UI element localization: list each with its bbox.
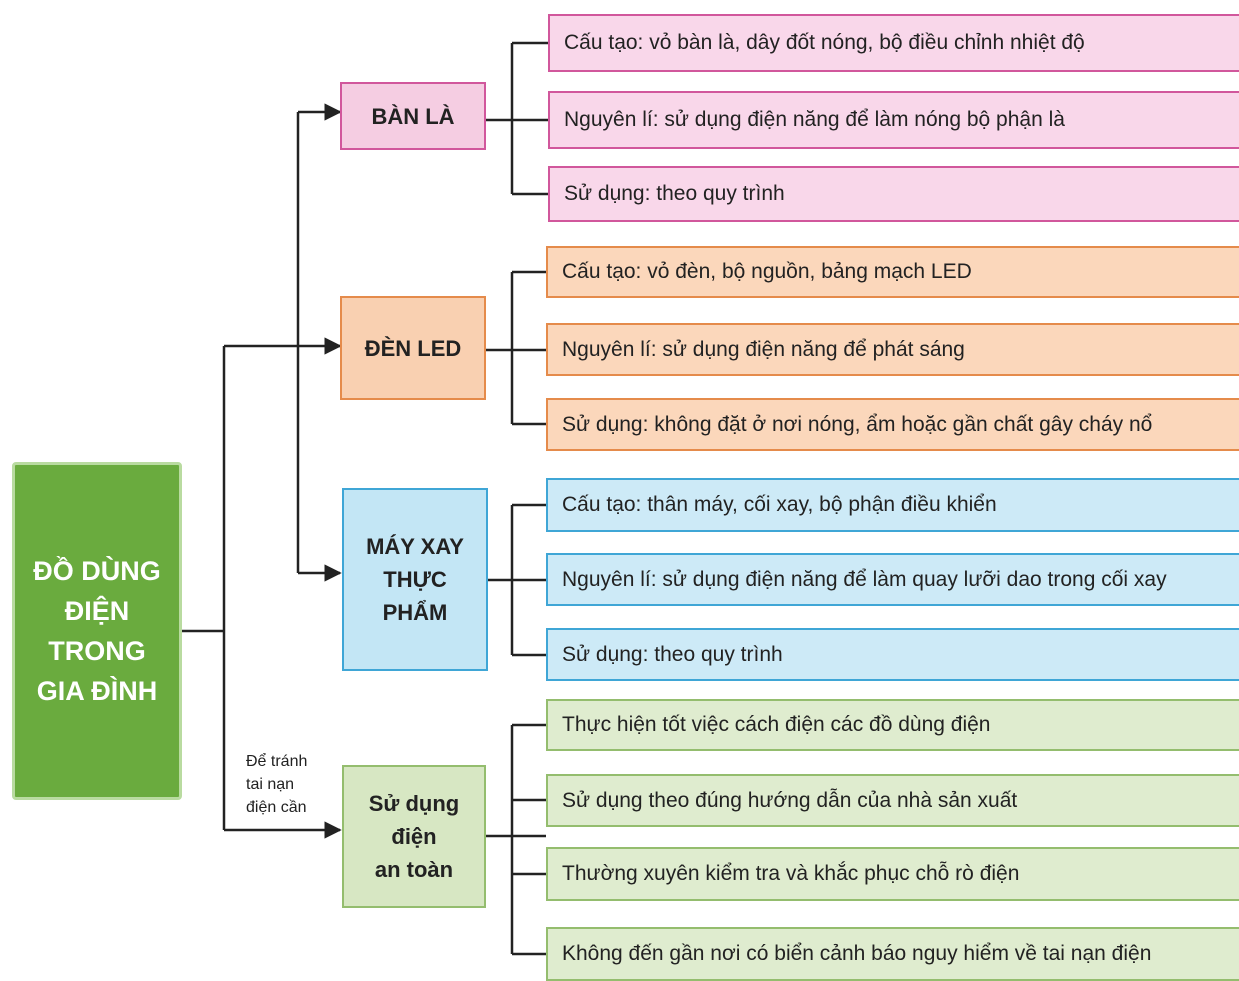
- item-ban-la-su-dung: Sử dụng: theo quy trình: [548, 166, 1239, 222]
- category-ban-la: BÀN LÀ: [340, 82, 486, 150]
- root-node: ĐỒ DÙNG ĐIỆN TRONG GIA ĐÌNH: [12, 462, 182, 800]
- item-an-toan-4: Không đến gần nơi có biển cảnh báo nguy …: [546, 927, 1239, 981]
- item-may-xay-nguyen-li: Nguyên lí: sử dụng điện năng để làm quay…: [546, 553, 1239, 606]
- category-su-dung-an-toan: Sử dụng điện an toàn: [342, 765, 486, 908]
- category-may-xay: MÁY XAY THỰC PHẨM: [342, 488, 488, 671]
- item-den-led-cau-tao: Cấu tạo: vỏ đèn, bộ nguồn, bảng mạch LED: [546, 246, 1239, 298]
- item-ban-la-nguyen-li: Nguyên lí: sử dụng điện năng để làm nóng…: [548, 91, 1239, 149]
- item-den-led-su-dung: Sử dụng: không đặt ở nơi nóng, ẩm hoặc g…: [546, 398, 1239, 451]
- item-may-xay-su-dung: Sử dụng: theo quy trình: [546, 628, 1239, 681]
- item-den-led-nguyen-li: Nguyên lí: sử dụng điện năng để phát sán…: [546, 323, 1239, 376]
- branch-note: Để tránh tai nạn điện cần: [246, 753, 308, 816]
- item-may-xay-cau-tao: Cấu tạo: thân máy, cối xay, bộ phận điều…: [546, 478, 1239, 532]
- category-den-led: ĐÈN LED: [340, 296, 486, 400]
- item-ban-la-cau-tao: Cấu tạo: vỏ bàn là, dây đốt nóng, bộ điề…: [548, 14, 1239, 72]
- item-an-toan-2: Sử dụng theo đúng hướng dẫn của nhà sản …: [546, 774, 1239, 827]
- item-an-toan-3: Thường xuyên kiểm tra và khắc phục chỗ r…: [546, 847, 1239, 901]
- item-an-toan-1: Thực hiện tốt việc cách điện các đồ dùng…: [546, 699, 1239, 751]
